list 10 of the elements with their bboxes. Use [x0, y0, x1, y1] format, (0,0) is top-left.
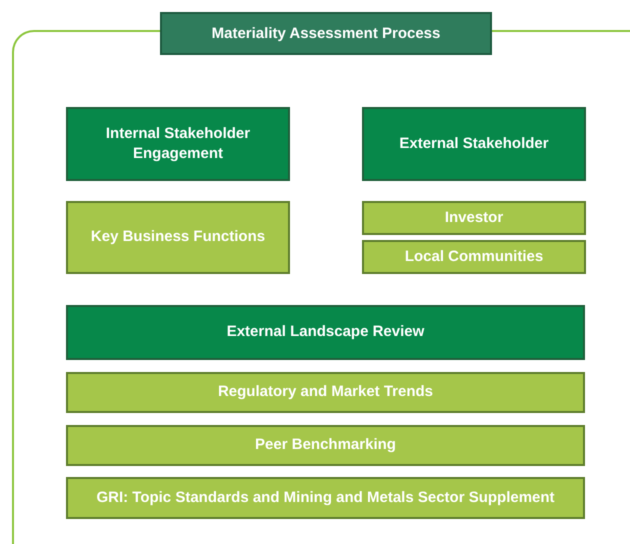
- item-box: GRI: Topic Standards and Mining and Metals Sector Supplement: [66, 477, 585, 519]
- item-box: Key Business Functions: [66, 201, 290, 274]
- category-box: Internal Stakeholder Engagement: [66, 107, 290, 181]
- title-banner: Materiality Assessment Process: [160, 12, 492, 55]
- category-box: External Landscape Review: [66, 305, 585, 360]
- category-box: External Stakeholder: [362, 107, 586, 181]
- item-box: Local Communities: [362, 240, 586, 274]
- item-box: Peer Benchmarking: [66, 425, 585, 466]
- item-box: Investor: [362, 201, 586, 235]
- item-box: Regulatory and Market Trends: [66, 372, 585, 413]
